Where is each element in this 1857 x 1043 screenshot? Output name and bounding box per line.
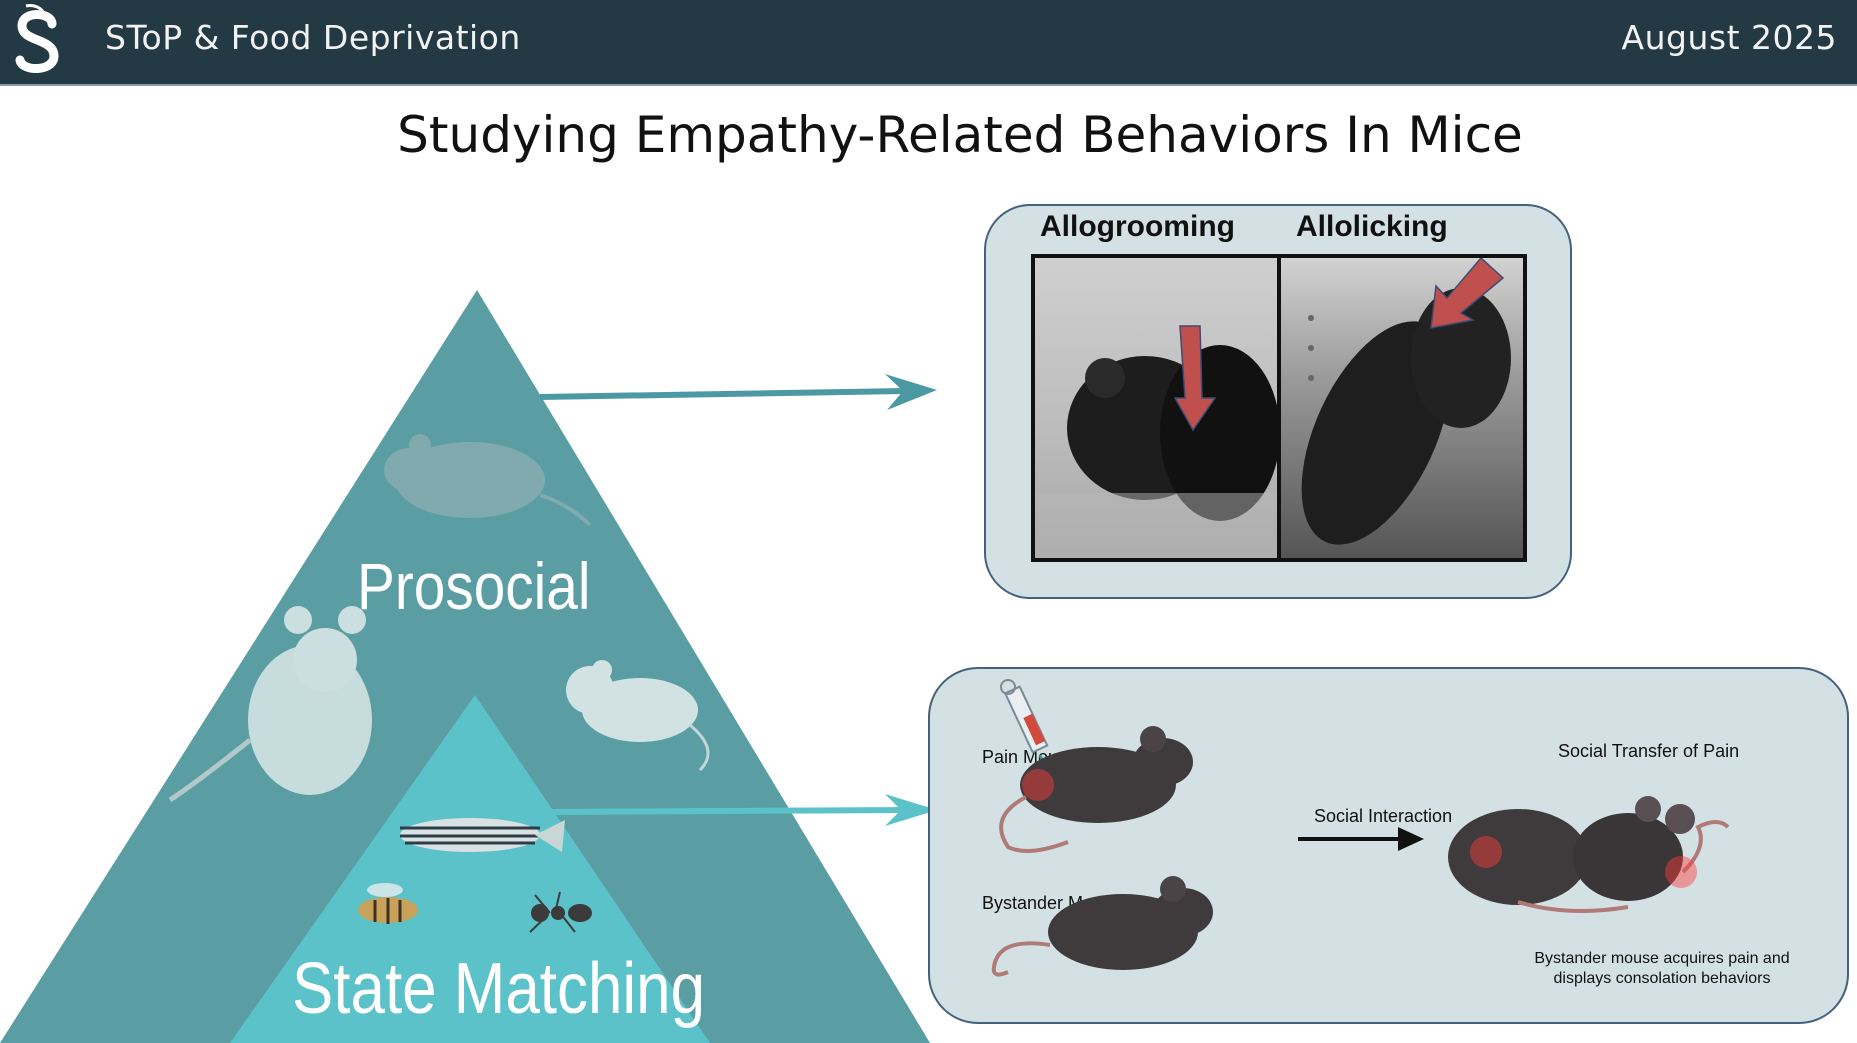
allolicking-label: Allolicking — [1296, 210, 1448, 243]
prosocial-label: Prosocial — [357, 549, 591, 623]
social-transfer-title: Social Transfer of Pain — [1558, 741, 1740, 761]
state-matching-arrow — [549, 794, 937, 826]
mice-grooming-image — [1035, 325, 1277, 558]
state-matching-label: State Matching — [292, 949, 706, 1029]
slide-title: Studying Empathy-Related Behaviors In Mi… — [397, 106, 1523, 164]
bee-icon — [358, 883, 418, 924]
zebrafish-icon — [400, 818, 565, 852]
pyramid-inner — [230, 695, 710, 1043]
allogrooming-label: Allogrooming — [1040, 210, 1235, 243]
allolicking-photo — [1277, 254, 1527, 562]
pain-transfer-panel — [928, 667, 1849, 1024]
result-mice-icon — [1448, 796, 1730, 913]
pyramid-diagram — [0, 290, 930, 1043]
social-interaction-arrow — [1298, 827, 1424, 851]
social-interaction-label: Social Interaction — [1314, 806, 1453, 826]
rat-white-icon — [168, 606, 372, 803]
pain-transfer-diagram — [991, 679, 1730, 977]
caption-line-2: displays consolation behaviors — [1553, 970, 1771, 987]
mouse-gray-icon — [384, 434, 592, 527]
caption-line-1: Bystander mouse acquires pain and — [1534, 950, 1790, 967]
ant-icon — [529, 891, 592, 933]
presentation-date: August 2025 — [1621, 18, 1837, 57]
header-bar: SToP & Food Deprivation August 2025 — [0, 0, 1857, 86]
presentation-title: SToP & Food Deprivation — [105, 18, 521, 57]
bystander-mouse-icon — [991, 876, 1213, 977]
pyramid-outer — [0, 290, 930, 1043]
result-caption: Bystander mouse acquires pain and displa… — [1512, 949, 1812, 989]
syringe-icon — [1000, 679, 1054, 786]
mice-licking-image — [1301, 258, 1511, 545]
logo-icon — [15, 4, 59, 73]
prosocial-arrow — [539, 374, 937, 410]
pain-mouse-icon — [999, 726, 1193, 853]
allogrooming-photo — [1031, 254, 1281, 562]
mouse-white-icon — [566, 660, 710, 772]
